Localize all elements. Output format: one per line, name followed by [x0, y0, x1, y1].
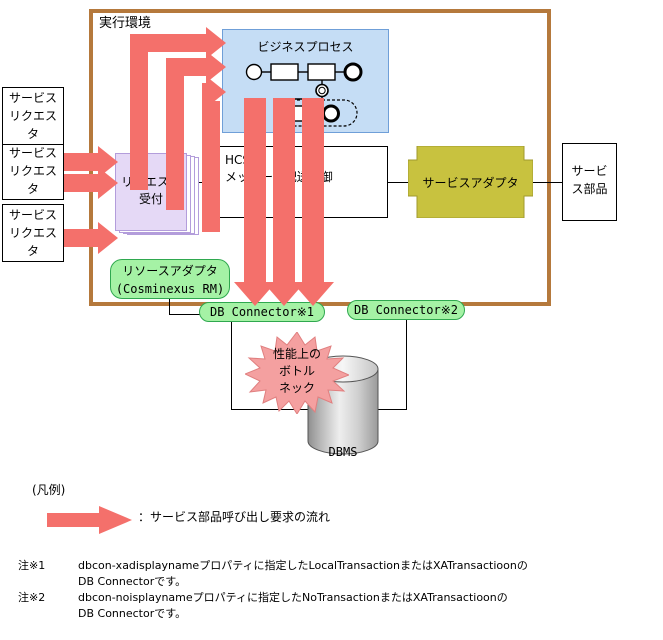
- service-component-line: ス部品: [571, 182, 608, 196]
- service-requester-line: タ: [26, 182, 39, 196]
- execution-environment-title: 実行環境: [99, 16, 152, 31]
- legend-description: ：サービス部品呼び出し要求の流れ: [138, 510, 331, 524]
- bottleneck-starburst: 性能上の ボトル ネック: [243, 331, 351, 415]
- service-requester-box-0: サービス リクエス タ: [2, 87, 64, 145]
- note-2-body: dbcon-noisplaynameプロパティに指定したNoTransactio…: [78, 590, 508, 622]
- business-process-flow-icon: [245, 62, 363, 127]
- note-2-label: 注※2: [18, 591, 46, 604]
- bottleneck-line: 性能上の: [272, 347, 321, 361]
- bottleneck-line: ボトル: [278, 364, 315, 378]
- request-reception-line: 受付: [138, 192, 163, 206]
- service-requester-box-1: サービス リクエス タ: [2, 142, 64, 200]
- service-adapter-label: サービスアダプタ: [422, 176, 519, 190]
- db-connector-1-pill: DB Connector※1: [199, 302, 325, 322]
- note-1-line-1: dbcon-xadisplaynameプロパティに指定したLocalTransa…: [78, 559, 528, 572]
- legend-title: (凡例): [32, 483, 66, 497]
- service-requester-line: リクエス: [8, 109, 57, 123]
- resource-adapter-pill: リソースアダプタ (Cosminexus RM): [110, 259, 230, 299]
- bottleneck-line: ネック: [278, 381, 315, 395]
- note-2: 注※2 dbcon-noisplaynameプロパティに指定したNoTransa…: [18, 590, 658, 624]
- link-dbconn2-down: [406, 320, 407, 410]
- note-1: 注※1 dbcon-xadisplaynameプロパティに指定したLocalTr…: [18, 558, 658, 592]
- request-reception-box: リクエスト 受付: [115, 153, 187, 231]
- note-2-line-2: DB Connectorです。: [78, 607, 187, 620]
- note-2-line-1: dbcon-noisplaynameプロパティに指定したNoTransactio…: [78, 591, 508, 604]
- service-component-box: サービ ス部品: [562, 143, 617, 221]
- business-process-box: ビジネスプロセス: [222, 29, 389, 133]
- bottleneck-text: 性能上の ボトル ネック: [245, 346, 349, 397]
- note-1-line-2: DB Connectorです。: [78, 575, 187, 588]
- hcsc-line: HCSC: [225, 153, 259, 167]
- hcsc-message-delivery-box: HCSC メッセージ配送制御: [218, 146, 388, 218]
- service-requester-line: サービス: [8, 91, 57, 105]
- link-resadapter-to-dbconn1: [169, 314, 203, 315]
- resource-adapter-line: リソースアダプタ: [122, 264, 218, 278]
- service-requester-line: タ: [26, 244, 39, 258]
- service-component-line: サービ: [571, 164, 608, 178]
- request-reception-line: リクエスト: [120, 175, 181, 189]
- link-dbconn1-down: [231, 322, 232, 410]
- service-requester-line: タ: [26, 127, 39, 141]
- service-requester-line: リクエス: [8, 226, 57, 240]
- resource-adapter-line: (Cosminexus RM): [115, 282, 225, 296]
- note-1-body: dbcon-xadisplaynameプロパティに指定したLocalTransa…: [78, 558, 528, 590]
- service-adapter-box: サービスアダプタ: [408, 146, 533, 218]
- hcsc-line: メッセージ配送制御: [225, 170, 333, 184]
- db-connector-2-pill: DB Connector※2: [347, 300, 465, 320]
- link-dbconn1-to-dbms: [231, 409, 341, 410]
- service-requester-line: サービス: [8, 208, 57, 222]
- link-bp-to-hcsc: [305, 133, 306, 146]
- service-requester-box-2: サービス リクエス タ: [2, 204, 64, 262]
- legend-arrow-shape: [47, 506, 132, 534]
- legend-arrow-icon: [47, 506, 132, 534]
- service-requester-line: サービス: [8, 146, 57, 160]
- link-hcsc-to-adapter: [388, 182, 410, 183]
- note-1-label: 注※1: [18, 559, 46, 572]
- service-requester-line: リクエス: [8, 164, 57, 178]
- link-resadapter-down: [169, 299, 170, 315]
- dbms-label: DBMS: [328, 445, 358, 459]
- link-adapter-to-component: [531, 182, 563, 183]
- service-adapter-shape: [408, 146, 533, 218]
- business-process-title: ビジネスプロセス: [257, 40, 354, 54]
